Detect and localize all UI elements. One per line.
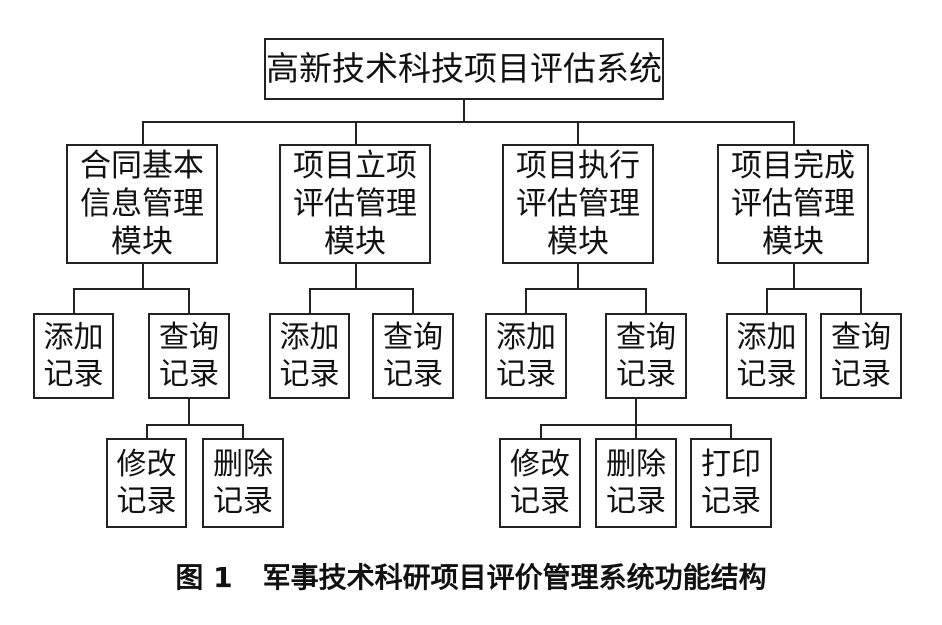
connector-line [525,288,527,314]
module-project-execution: 项目执行 评估管理 模块 [502,144,654,264]
connector-line [412,288,414,314]
figure-caption: 图 1 军事技术科研项目评价管理系统功能结构 [0,556,942,596]
connector-line [188,288,190,314]
leaf-query-record: 查询 记录 [372,313,454,399]
connector-line [540,424,542,439]
leaf-query-record: 查询 记录 [605,313,687,399]
module-project-completion: 项目完成 评估管理 模块 [717,144,869,264]
connector-line [146,424,244,426]
leaf-add-record: 添加 记录 [726,313,807,399]
connector-line [766,288,768,314]
connector-line [142,121,144,145]
root-node: 高新技术科技项目评估系统 [264,38,664,100]
connector-line [73,288,190,290]
connector-line [766,288,862,290]
connector-line [463,98,465,122]
connector-line [309,288,311,314]
connector-line [577,263,579,289]
leaf-print-record: 打印 记录 [690,438,772,528]
connector-line [635,398,637,425]
connector-line [525,288,647,290]
connector-line [142,121,795,123]
leaf-modify-record: 修改 记录 [499,438,581,528]
connector-line [860,288,862,314]
connector-line [355,121,357,145]
connector-line [309,288,414,290]
leaf-add-record: 添加 记录 [485,313,567,399]
connector-line [146,424,148,439]
connector-line [793,121,795,145]
figure-number: 图 1 [175,561,233,594]
module-project-initiation: 项目立项 评估管理 模块 [279,144,431,264]
connector-line [355,263,357,289]
figure-caption-text: 军事技术科研项目评价管理系统功能结构 [262,561,767,594]
leaf-query-record: 查询 记录 [148,313,230,399]
connector-line [242,424,244,439]
leaf-add-record: 添加 记录 [269,313,350,399]
connector-line [645,288,647,314]
leaf-modify-record: 修改 记录 [106,438,187,528]
connector-line [188,398,190,425]
leaf-delete-record: 删除 记录 [202,438,284,528]
leaf-delete-record: 删除 记录 [595,438,677,528]
connector-line [793,263,795,289]
connector-line [142,263,144,289]
connector-line [73,288,75,314]
connector-line [577,121,579,145]
connector-line [635,424,637,439]
leaf-add-record: 添加 记录 [33,313,114,399]
connector-line [730,424,732,439]
leaf-query-record: 查询 记录 [820,313,902,399]
module-contract-info: 合同基本 信息管理 模块 [66,144,218,264]
